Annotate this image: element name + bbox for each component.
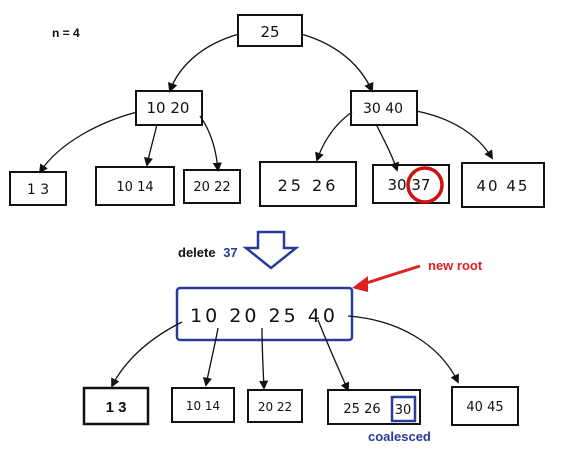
top-leaf-2 <box>95 166 175 206</box>
top-leaf-2-keys: 10 14 <box>116 180 153 195</box>
top-internal-right-keys: 30 40 <box>363 101 403 117</box>
bottom-leaf-4-keys: 25 26 <box>343 402 380 417</box>
top-leaf-3-keys: 20 22 <box>193 180 230 195</box>
top-internal-left <box>135 90 203 126</box>
top-leaf-6-keys: 40 45 <box>477 177 530 195</box>
edge-to-leaf-2 <box>143 123 158 167</box>
coalesced-key-box <box>390 395 417 423</box>
bottom-leaf-1-keys: 1 3 <box>106 399 127 416</box>
bottom-leaf-4 <box>327 389 421 425</box>
edge-to-leaf-5 <box>375 123 400 172</box>
down-arrow-icon <box>242 230 300 270</box>
top-leaf-6 <box>461 162 545 208</box>
delete-operation: delete 37 <box>178 230 300 270</box>
bottom-leaf-2 <box>171 387 235 423</box>
edge-root-left <box>167 33 240 93</box>
top-internal-left-keys: 10 20 <box>147 99 190 117</box>
top-root-node <box>237 14 303 47</box>
bottom-leaf-1 <box>82 386 150 426</box>
edge-to-leaf-1 <box>38 111 138 174</box>
top-root-keys: 25 <box>260 23 279 41</box>
operation-verb: delete <box>178 245 216 260</box>
bottom-leaf-2-keys: 10 14 <box>186 399 220 413</box>
bottom-leaf-5-keys: 40 45 <box>466 400 503 415</box>
operation-label: delete 37 <box>178 245 238 260</box>
top-tree: 25 10 20 30 40 1 3 10 14 20 22 25 26 30 … <box>9 14 545 208</box>
edge-b-leaf-1 <box>111 321 183 388</box>
edge-root-right <box>300 33 374 93</box>
coalesced-key: 30 <box>395 403 412 418</box>
bottom-leaf-5 <box>451 386 519 426</box>
edge-to-leaf-4 <box>315 111 353 162</box>
deleted-key-circle <box>406 166 444 204</box>
edge-to-leaf-6 <box>415 110 493 160</box>
new-root-arrow-icon <box>352 276 368 292</box>
bottom-tree: new root 10 20 25 40 1 3 10 14 20 22 25 … <box>82 258 519 444</box>
top-leaf-5 <box>372 164 450 204</box>
top-leaf-3 <box>183 169 241 204</box>
new-root-arrow-shaft <box>359 264 421 287</box>
bottom-root-node <box>175 286 354 342</box>
edge-b-leaf-3 <box>259 327 269 390</box>
coalesced-label: coalesced <box>368 429 431 444</box>
edge-b-leaf-5 <box>347 315 459 384</box>
bottom-leaf-3 <box>247 389 303 423</box>
bottom-root-keys: 10 20 25 40 <box>190 305 338 327</box>
top-leaf-1-keys: 1 3 <box>27 182 49 198</box>
top-leaf-4 <box>259 161 357 207</box>
edge-b-leaf-2 <box>202 327 219 387</box>
operation-key: 37 <box>223 245 237 260</box>
top-leaf-1 <box>9 171 67 206</box>
new-root-label: new root <box>428 258 483 273</box>
edge-b-leaf-4 <box>317 319 350 392</box>
edge-to-leaf-3 <box>199 115 222 172</box>
top-internal-right <box>350 90 418 126</box>
bottom-leaf-3-keys: 20 22 <box>258 400 292 414</box>
n-label: n = 4 <box>52 26 80 40</box>
top-leaf-4-keys: 25 26 <box>278 176 339 195</box>
